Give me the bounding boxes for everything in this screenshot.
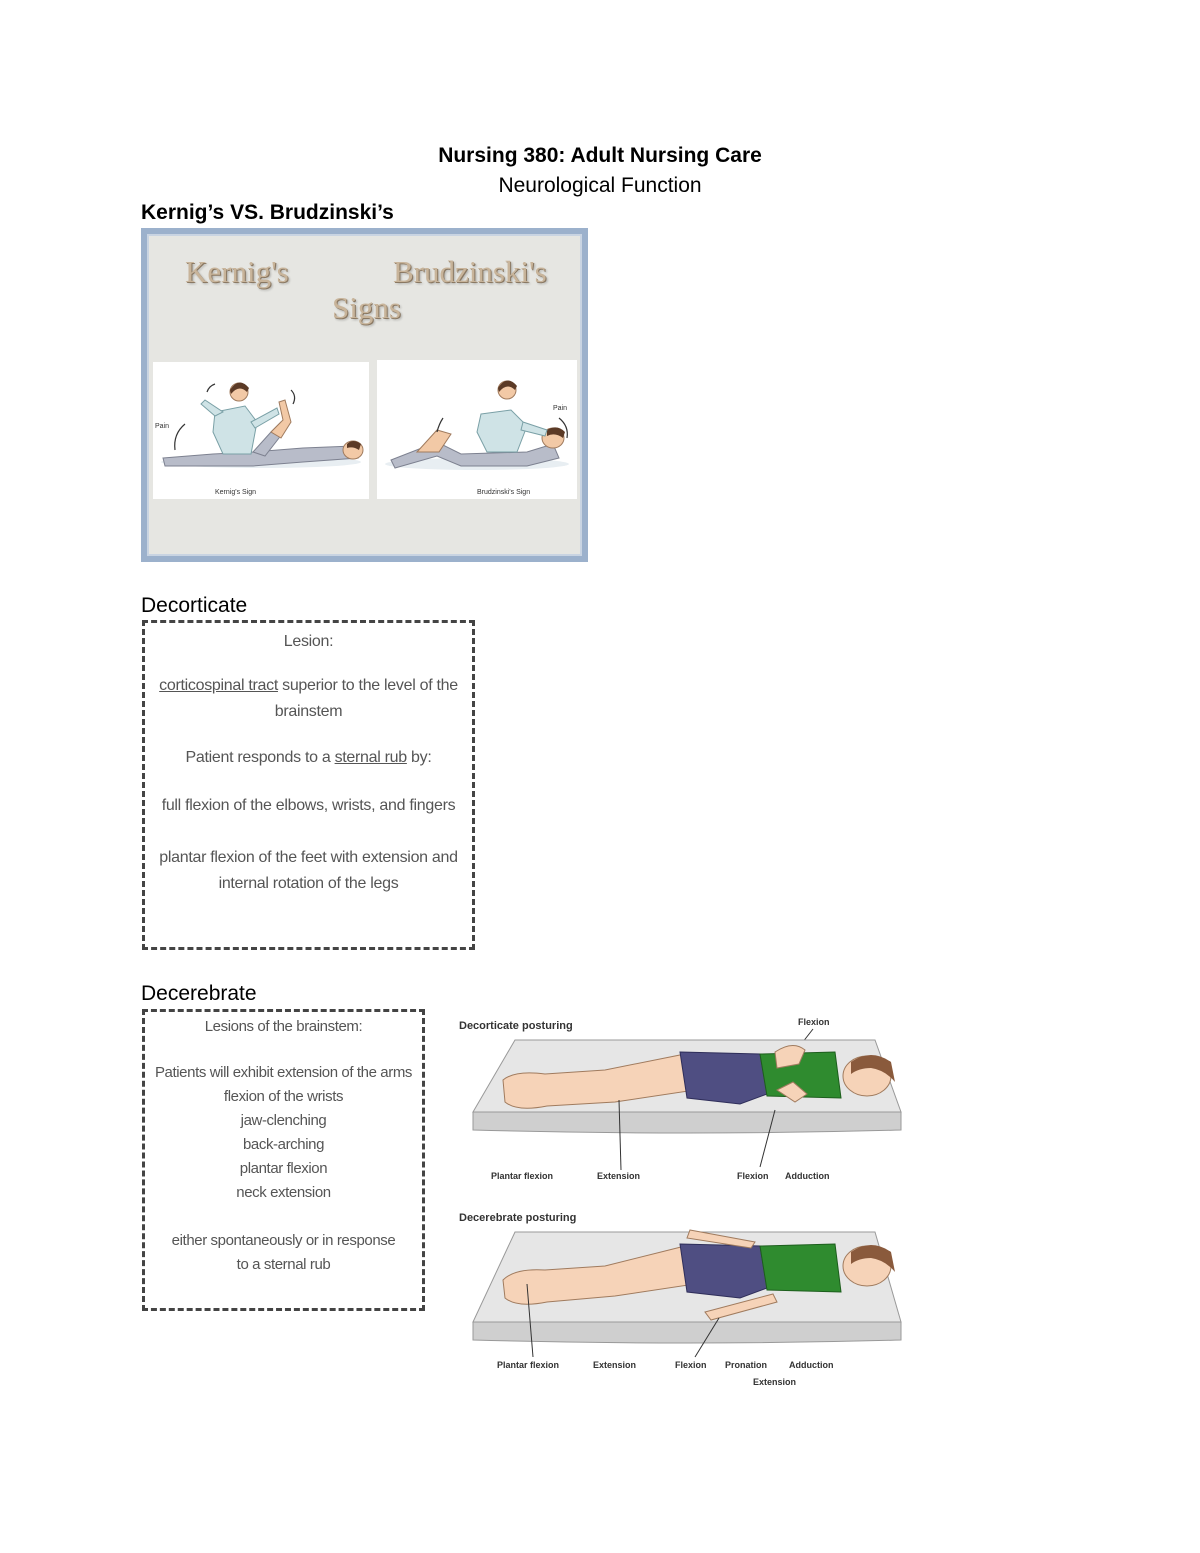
decerebrate-figure	[472, 1229, 902, 1344]
decerebrate-item-3: back-arching	[242, 1136, 325, 1153]
label-extension-2: Extension	[593, 1360, 636, 1370]
decorticate-flexion-line: full flexion of the elbows, wrists, and …	[161, 797, 456, 814]
document-subtitle: Neurological Function	[498, 174, 702, 197]
label-flexion-1: Flexion	[737, 1171, 769, 1181]
kernig-sign-illustration: Pain Kernig's Sign	[155, 382, 364, 496]
slide-word-brudzinski: Brudzinski's	[393, 254, 547, 289]
label-extension-1: Extension	[597, 1171, 640, 1181]
kernig-sign-caption: Kernig's Sign	[215, 489, 256, 496]
brudzinski-sign-panel: Pain Brudzinski's Sign	[377, 360, 577, 499]
sternal-rub-term: sternal rub	[334, 749, 408, 766]
label-plantar-flexion-2: Plantar flexion	[497, 1360, 559, 1370]
kernig-pain-label: Pain	[155, 423, 169, 430]
decerebrate-heading: Decerebrate	[141, 982, 257, 1005]
corticospinal-tract-term: corticospinal tract	[159, 677, 278, 694]
decerebrate-item-4: plantar flexion	[239, 1160, 328, 1177]
kernig-brudzinski-slide: Kernig's Brudzinski's Signs Pain Kernig'…	[141, 228, 588, 562]
kernig-sign-panel: Pain Kernig's Sign	[153, 362, 369, 499]
decerebrate-line1: Patients will exhibit extension of the a…	[154, 1064, 413, 1081]
posturing-illustration: Decorticate posturing Flexion Plantar fl…	[459, 1017, 902, 1387]
brudzinski-sign-illustration: Pain Brudzinski's Sign	[385, 380, 569, 496]
decorticate-tract-rest: superior to the level of the brainstem	[274, 677, 458, 720]
brudzinski-sign-caption: Brudzinski's Sign	[477, 489, 530, 496]
label-flexion-top: Flexion	[798, 1017, 830, 1027]
decorticate-lesion-text: corticospinal tract superior to the leve…	[145, 673, 472, 725]
decorticate-heading: Decorticate	[141, 594, 248, 617]
slide-word-signs: Signs	[332, 290, 401, 325]
decorticate-lesion-label: Lesion:	[283, 633, 334, 650]
decorticate-posturing-title: Decorticate posturing	[459, 1020, 573, 1032]
label-adduction-1: Adduction	[785, 1171, 830, 1181]
decorticate-plantar-line: plantar flexion of the feet with extensi…	[159, 849, 458, 892]
document-title: Nursing 380: Adult Nursing Care	[438, 144, 762, 167]
decerebrate-footer-2: to a sternal rub	[236, 1256, 331, 1273]
brudzinski-pain-label: Pain	[553, 405, 567, 412]
kernig-heading: Kernig’s VS. Brudzinski’s	[141, 201, 394, 224]
decorticate-box: Lesion: corticospinal tract superior to …	[142, 620, 475, 950]
decerebrate-item-5: neck extension	[236, 1184, 331, 1201]
slide-word-kernig: Kernig's	[185, 254, 289, 289]
decerebrate-box: Lesions of the brainstem: Patients will …	[142, 1009, 425, 1311]
label-flexion-2: Flexion	[675, 1360, 707, 1370]
response-prefix: Patient responds to a	[185, 749, 335, 766]
response-suffix: by:	[406, 749, 432, 766]
label-pronation: Pronation	[725, 1360, 767, 1370]
label-extension-3: Extension	[753, 1377, 796, 1387]
label-adduction-2: Adduction	[789, 1360, 834, 1370]
decerebrate-title: Lesions of the brainstem:	[204, 1018, 363, 1035]
decorticate-response-text: Patient responds to a sternal rub by:	[145, 749, 472, 767]
decerebrate-item-1: flexion of the wrists	[223, 1088, 344, 1105]
decerebrate-item-2: jaw-clenching	[240, 1112, 327, 1129]
decorticate-figure	[472, 1039, 902, 1134]
decerebrate-footer-1: either spontaneously or in response	[171, 1232, 396, 1249]
label-plantar-flexion-1: Plantar flexion	[491, 1171, 553, 1181]
decerebrate-posturing-title: Decerebrate posturing	[459, 1212, 576, 1224]
